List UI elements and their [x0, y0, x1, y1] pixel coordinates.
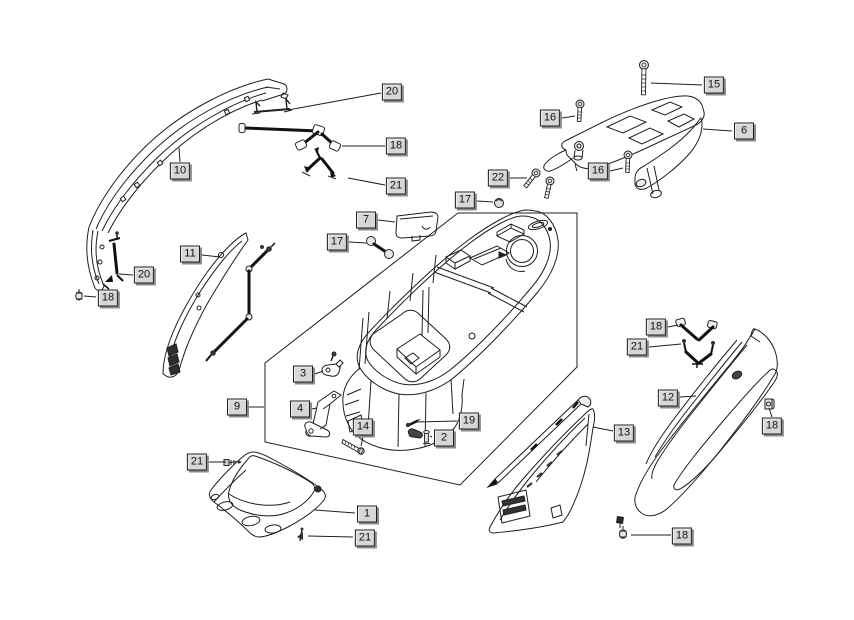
leader-line-19 [416, 420, 458, 423]
callout-15[interactable]: 15 [703, 76, 725, 94]
callout-18[interactable]: 18 [385, 137, 407, 155]
callout-18[interactable]: 18 [645, 318, 667, 336]
part-14-screw [341, 438, 365, 455]
callout-18[interactable]: 18 [761, 417, 783, 435]
brackets-18-21-right [675, 317, 718, 368]
leader-line-1 [314, 509, 356, 514]
screw-16-lower [622, 150, 633, 174]
leader-line-10 [178, 147, 181, 163]
screw-16-upper [574, 99, 585, 123]
part-13-panel [486, 395, 595, 534]
group-9-outline [264, 212, 578, 486]
callout-20[interactable]: 20 [381, 83, 403, 101]
part-18-rod-linkage [238, 123, 342, 152]
callout-4[interactable]: 4 [290, 400, 310, 418]
part-4-bracket [304, 390, 342, 438]
part-11-rods [205, 242, 276, 362]
callout-17[interactable]: 17 [454, 191, 476, 209]
part-11-panel [162, 232, 249, 378]
part-1-cover [208, 451, 326, 538]
callout-14[interactable]: 14 [352, 418, 374, 436]
callout-21[interactable]: 21 [186, 453, 208, 471]
bolts-22 [521, 166, 556, 200]
part-21-bracket [301, 147, 337, 180]
part-12-panel [616, 328, 778, 528]
leader-line-18 [83, 295, 97, 298]
screw-15 [638, 59, 650, 96]
part-20-bracket [251, 96, 293, 115]
leader-lines [83, 82, 773, 538]
leader-line-13 [592, 426, 614, 432]
callout-21[interactable]: 21 [385, 177, 407, 195]
callout-16[interactable]: 16 [539, 109, 561, 127]
nut-18-bottom [619, 526, 627, 539]
callout-16[interactable]: 16 [587, 162, 609, 180]
leader-line-7 [377, 219, 396, 223]
leader-line-11 [201, 254, 221, 258]
clip-18-right [764, 398, 775, 410]
callout-18[interactable]: 18 [97, 289, 119, 307]
part-3-clip [321, 351, 344, 377]
leader-line-12 [679, 395, 697, 398]
callout-1[interactable]: 1 [357, 505, 377, 523]
leader-line-6 [702, 128, 733, 132]
leader-line-2 [429, 435, 433, 438]
leader-line-21 [347, 177, 386, 186]
callout-12[interactable]: 12 [657, 389, 679, 407]
leader-line-3 [314, 370, 324, 375]
callout-2[interactable]: 2 [434, 429, 454, 447]
leader-line-21 [307, 535, 354, 538]
leader-line-4 [311, 407, 318, 410]
callout-21[interactable]: 21 [626, 338, 648, 356]
part-7-lid [395, 211, 439, 242]
part-2-clip [407, 428, 430, 444]
screw-21-bottom [297, 527, 304, 542]
leader-line-17 [476, 200, 494, 203]
callout-6[interactable]: 6 [734, 122, 754, 140]
leader-line-20 [118, 273, 134, 276]
part-17-pin [366, 236, 394, 259]
callout-20[interactable]: 20 [133, 266, 155, 284]
leader-line-14 [360, 436, 364, 447]
leader-line-15 [650, 82, 703, 86]
callout-21[interactable]: 21 [354, 529, 376, 547]
callout-22[interactable]: 22 [487, 169, 509, 187]
callout-7[interactable]: 7 [356, 211, 376, 229]
callout-9[interactable]: 9 [227, 398, 247, 416]
callout-17[interactable]: 17 [326, 233, 348, 251]
leader-line-21 [648, 343, 682, 348]
nut-18-left [75, 289, 83, 301]
callout-11[interactable]: 11 [180, 245, 200, 263]
leader-line-18 [667, 324, 679, 328]
callout-18[interactable]: 18 [671, 527, 693, 545]
part-10-left-spoiler [86, 78, 289, 292]
leader-line-18 [768, 407, 773, 418]
leader-line-16 [609, 167, 624, 172]
part-6-luggage-rack [543, 95, 705, 199]
leader-line-16 [561, 115, 576, 119]
callout-10[interactable]: 10 [169, 162, 191, 180]
callout-19[interactable]: 19 [458, 412, 480, 430]
callout-13[interactable]: 13 [613, 424, 635, 442]
part-20-rod [102, 231, 124, 290]
part-17-cap [494, 198, 504, 208]
part-19-screw [405, 418, 421, 428]
callout-3[interactable]: 3 [293, 365, 313, 383]
leader-line-20 [287, 92, 382, 111]
helmet-box [342, 209, 559, 451]
leader-line-17 [348, 241, 367, 244]
